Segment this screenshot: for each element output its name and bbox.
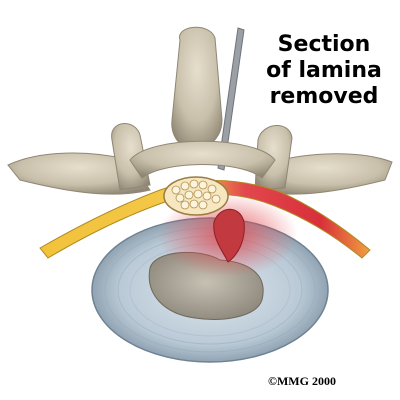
disc-herniation	[213, 208, 245, 263]
nerve-roots	[39, 180, 371, 259]
callout-line-3: removed	[269, 84, 379, 109]
spinous-process	[171, 26, 223, 151]
left-transverse-process	[7, 152, 151, 195]
nerve-fibers	[171, 179, 221, 210]
lamina-arch	[129, 140, 276, 179]
callout-line-2: of lamina	[266, 58, 382, 83]
copyright-notice: ©MMG 2000	[268, 374, 336, 388]
lamina-removed-label: Section of lamina removed	[258, 32, 390, 110]
callout-line-1: Section	[277, 32, 371, 57]
surgical-instrument	[217, 27, 245, 171]
